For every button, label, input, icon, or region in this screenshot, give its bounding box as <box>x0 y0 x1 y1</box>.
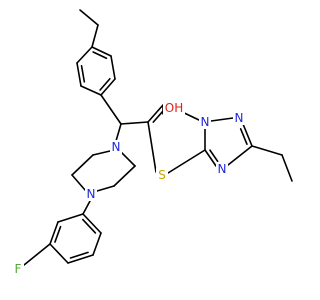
bond-triazole-n-n <box>210 117 234 122</box>
bond-phenyl-top-5 <box>76 62 82 87</box>
bond-ethyl-right-1 <box>251 145 283 156</box>
bond-methine-piperazine <box>115 123 122 142</box>
bond-fphenyl-3 <box>67 254 94 264</box>
bond-n-aryl <box>82 200 91 215</box>
atom-n-piperazine-bottom-label: N <box>87 187 96 201</box>
bond-phenyl-methine <box>100 94 122 125</box>
bond-thiazole-c4c5-inner <box>152 109 165 123</box>
atom-f: F <box>12 262 24 276</box>
bond-thiazole-s-c <box>147 121 157 173</box>
bond-fphenyl-5 <box>49 221 59 245</box>
bond-pip-4 <box>71 174 86 191</box>
atom-n-thiazole: N <box>199 115 211 129</box>
bond-ethyl-top-2 <box>91 24 99 48</box>
bond-ethyl-top-1 <box>79 9 99 26</box>
bond-phenyl-top-3-inner <box>99 77 111 91</box>
bond-pip-2 <box>113 165 136 187</box>
bonds-layer <box>23 9 293 266</box>
atom-n-triazole-top-label: N <box>235 111 244 125</box>
atom-s-label: S <box>158 168 166 182</box>
atom-n-piperazine-top: N <box>110 140 122 154</box>
bond-phenyl-top-1 <box>91 46 112 57</box>
bond-triazole-n-c-fused-inner <box>209 149 219 163</box>
atom-n-triazole-top: N <box>233 111 245 125</box>
bond-fphenyl-1 <box>82 213 102 234</box>
bond-fphenyl-3-inner <box>69 251 89 259</box>
molecule-diagram: OH S N N N N <box>12 9 293 276</box>
bond-phenyl-top-1-inner <box>92 51 108 60</box>
bond-fphenyl-6 <box>57 213 84 223</box>
atom-n-triazole-bottom: N <box>216 162 228 176</box>
atom-oh-label: OH <box>165 101 183 115</box>
atom-n-thiazole-label: N <box>201 115 210 129</box>
structure-svg: OH S N N N N <box>12 9 293 276</box>
bond-fphenyl-4 <box>49 243 69 264</box>
bond-fphenyl-1-inner <box>81 218 97 234</box>
atom-n-piperazine-bottom: N <box>85 187 97 201</box>
bond-triazole-n-c <box>242 123 253 147</box>
bond-pip-5 <box>71 154 94 176</box>
bond-phenyl-top-2 <box>110 55 116 80</box>
atom-n-piperazine-top-label: N <box>112 140 121 154</box>
bond-triazole-c-n <box>227 145 253 166</box>
bond-fphenyl-5-inner <box>54 225 62 243</box>
bond-triazole-n-c-inner <box>239 128 248 146</box>
bond-methine-thiazole <box>120 121 149 125</box>
bond-ethyl-right-2 <box>281 154 293 182</box>
bond-thiazole-c-s <box>167 149 206 174</box>
bond-thiazole-c4c5 <box>147 104 164 123</box>
bond-phenyl-top-4 <box>80 85 102 96</box>
atoms-layer: OH S N N N N <box>12 101 245 276</box>
atom-n-triazole-bottom-label: N <box>218 162 227 176</box>
bond-fphenyl-2 <box>92 232 102 256</box>
bond-pip-1 <box>120 151 136 167</box>
bond-c-f <box>23 243 51 266</box>
bond-pip-3 <box>96 185 115 192</box>
atom-oh: OH <box>163 101 185 115</box>
bond-phenyl-top-6 <box>76 46 93 64</box>
atom-s: S <box>156 168 168 182</box>
bond-phenyl-top-3 <box>100 78 116 96</box>
bond-phenyl-top-5-inner <box>80 64 86 83</box>
bond-triazole-n-c-fused <box>204 149 217 167</box>
atom-f-label: F <box>15 262 22 276</box>
bond-pip-6 <box>92 150 111 156</box>
